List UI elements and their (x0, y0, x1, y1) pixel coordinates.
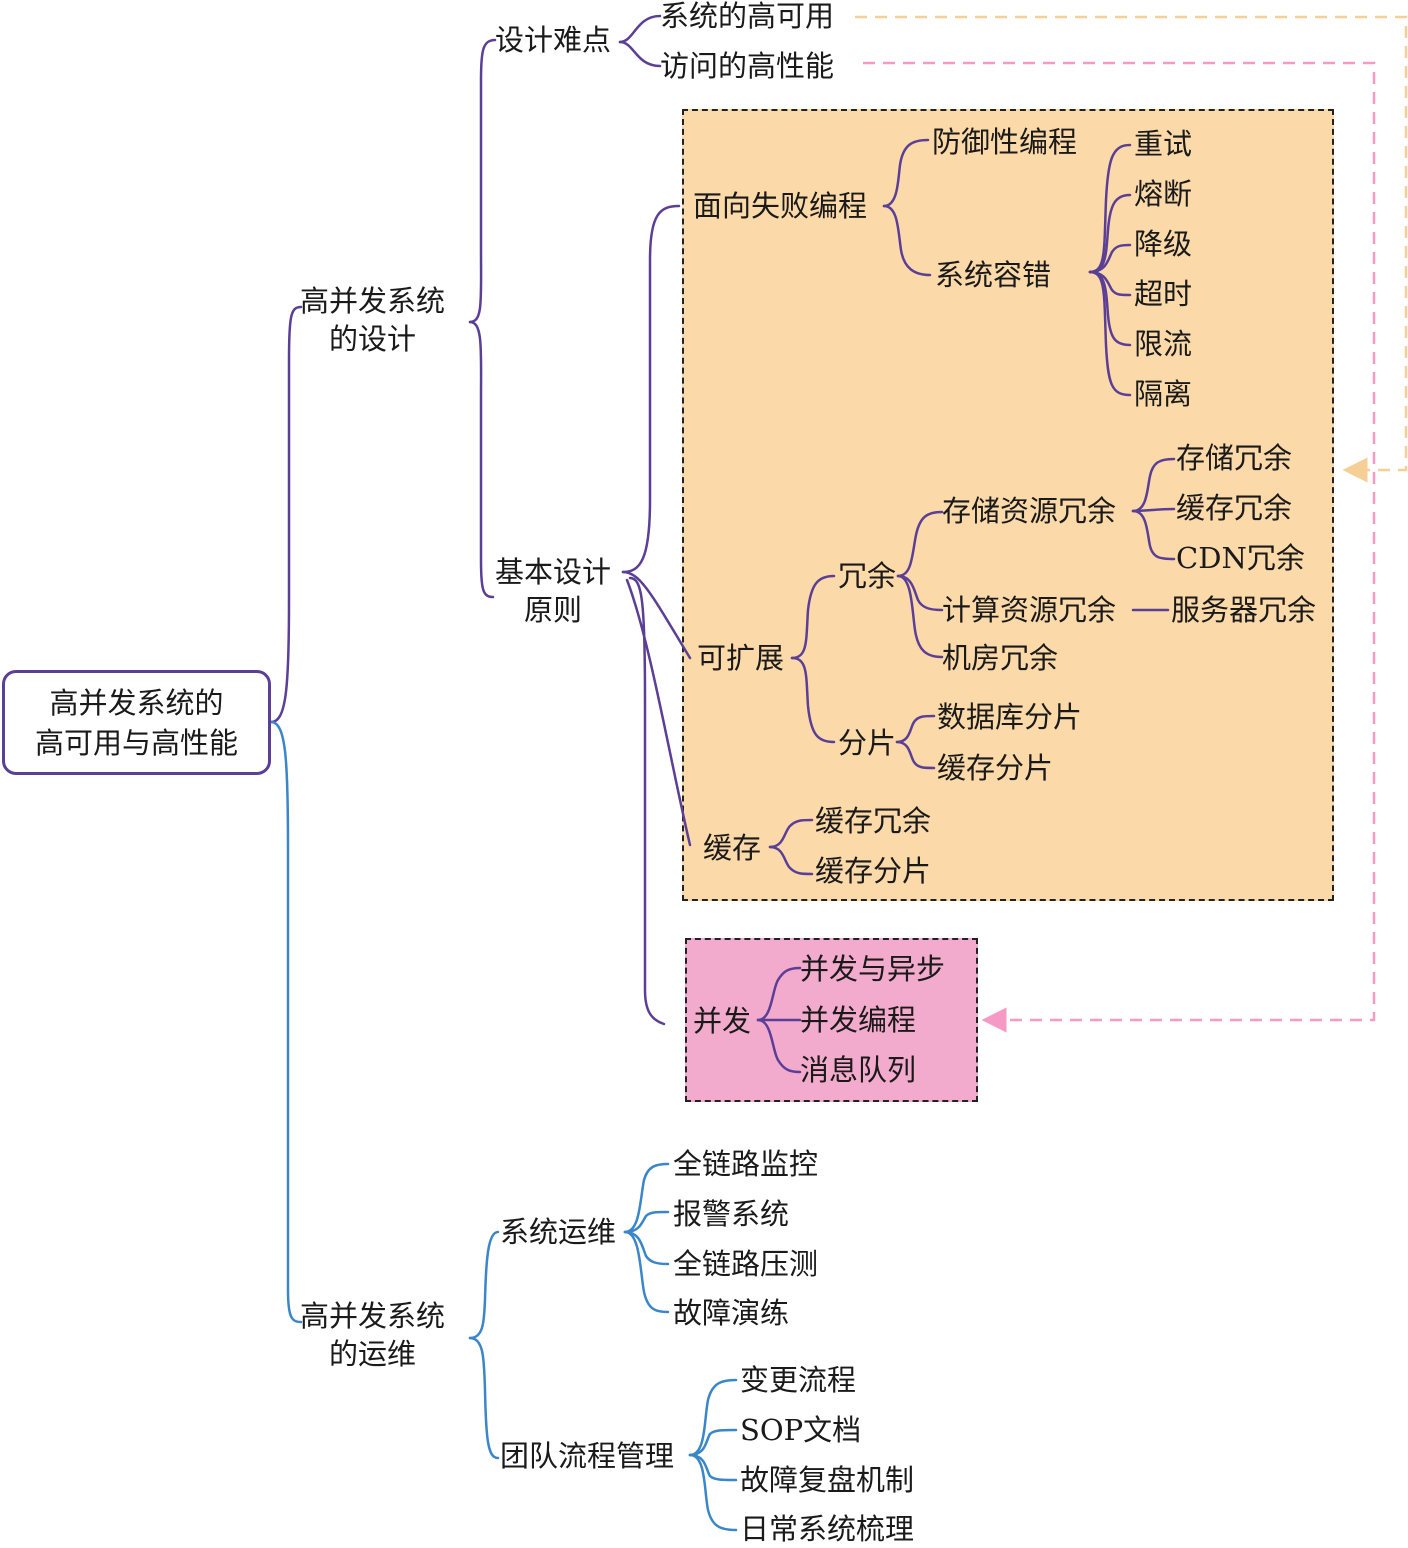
fault-tolerance-node: 系统容错 (935, 258, 1052, 292)
sharding-item: 数据库分片 (937, 700, 1083, 734)
root-title-line1: 高并发系统的 (49, 685, 224, 720)
cache-node: 缓存 (703, 831, 762, 865)
team-process-item: 日常系统梳理 (740, 1512, 915, 1546)
team-process-item: 变更流程 (740, 1363, 857, 1397)
concurrency-item: 消息队列 (800, 1053, 917, 1087)
performance-node: 访问的高性能 (660, 49, 835, 83)
root-node: 高并发系统的 高可用与高性能 (2, 670, 271, 775)
concurrency-group (685, 938, 978, 1102)
tolerance-item: 熔断 (1134, 177, 1193, 211)
design-title-line1: 高并发系统 (300, 284, 446, 318)
principles-title-line1: 基本设计 (495, 555, 612, 589)
concurrency-node: 并发 (693, 1004, 752, 1038)
design-node: 高并发系统 的设计 (300, 282, 445, 358)
cache-item: 缓存冗余 (815, 804, 932, 838)
ops-node: 高并发系统 的运维 (300, 1297, 445, 1373)
availability-node: 系统的高可用 (660, 0, 835, 33)
tolerance-item: 限流 (1134, 327, 1193, 361)
tolerance-item: 超时 (1134, 277, 1193, 311)
system-ops-node: 系统运维 (500, 1215, 617, 1249)
principles-node: 基本设计 原则 (495, 553, 611, 629)
sharding-node: 分片 (838, 726, 897, 760)
system-ops-item: 报警系统 (673, 1197, 790, 1231)
compute-redundancy-node: 计算资源冗余 (942, 593, 1117, 627)
ops-title-line1: 高并发系统 (300, 1299, 446, 1333)
design-title-line2: 的设计 (329, 322, 417, 356)
room-redundancy-node: 机房冗余 (942, 641, 1059, 675)
concurrency-item: 并发与异步 (800, 952, 946, 986)
tolerance-item: 降级 (1134, 227, 1193, 261)
root-title-line2: 高可用与高性能 (34, 725, 238, 760)
cache-item: 缓存分片 (815, 854, 932, 888)
tolerance-item: 重试 (1134, 127, 1193, 161)
defensive-programming-node: 防御性编程 (932, 125, 1078, 159)
storage-redundancy-item: 存储冗余 (1176, 441, 1293, 475)
concurrency-item: 并发编程 (800, 1003, 917, 1037)
scalable-node: 可扩展 (697, 641, 785, 675)
storage-redundancy-item: CDN冗余 (1176, 541, 1305, 575)
difficulty-node: 设计难点 (495, 23, 612, 57)
failure-programming-node: 面向失败编程 (693, 189, 868, 223)
redundancy-node: 冗余 (838, 559, 897, 593)
team-process-node: 团队流程管理 (500, 1439, 675, 1473)
system-ops-item: 故障演练 (673, 1296, 790, 1330)
team-process-item: 故障复盘机制 (740, 1463, 915, 1497)
principles-title-line2: 原则 (524, 593, 583, 627)
server-redundancy-node: 服务器冗余 (1171, 593, 1317, 627)
ops-title-line2: 的运维 (329, 1337, 417, 1371)
storage-redundancy-item: 缓存冗余 (1176, 491, 1293, 525)
sharding-item: 缓存分片 (937, 751, 1054, 785)
tolerance-item: 隔离 (1134, 377, 1193, 411)
system-ops-item: 全链路监控 (673, 1147, 819, 1181)
fault-tolerance-scalability-cache-group (682, 109, 1334, 901)
system-ops-item: 全链路压测 (673, 1247, 819, 1281)
team-process-item: SOP文档 (740, 1413, 862, 1447)
storage-redundancy-node: 存储资源冗余 (942, 494, 1117, 528)
